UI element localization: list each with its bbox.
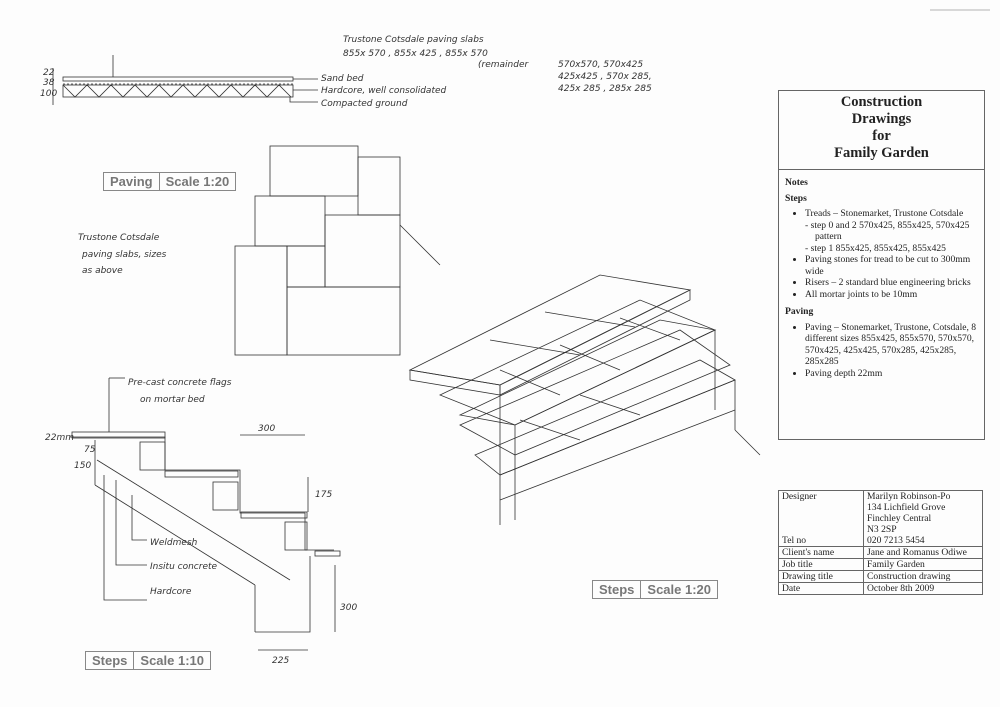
label-scale: Scale 1:20 — [640, 581, 717, 598]
label-name: Paving — [110, 174, 153, 189]
paving-slab-title: Trustone Cotsdale paving slabs — [343, 35, 484, 45]
title-line: Drawings — [851, 111, 912, 127]
paving-plan-note: as above — [82, 266, 123, 276]
tel-label: Tel no — [782, 535, 807, 546]
note-text: Treads – Stonemarket, Trustone Cotsdale — [805, 208, 964, 219]
dim-100: 100 — [40, 89, 57, 99]
callout-hardcore: Hardcore — [150, 587, 192, 597]
notes-heading: Notes — [785, 177, 808, 188]
designer-line: N3 2SP — [867, 524, 897, 535]
callout-insitu-concrete: Insitu concrete — [150, 562, 218, 572]
client-label: Client's name — [778, 546, 864, 559]
paving-notes-list: Paving – Stonemarket, Trustone, Cotsdale… — [785, 322, 978, 380]
paving-scale-label: Paving Scale 1:20 — [103, 172, 237, 191]
drawing-label: Drawing title — [778, 570, 864, 583]
label-name: Steps — [92, 653, 128, 668]
paving-slab-sizes: 855x 570 , 855x 425 , 855x 570 — [343, 49, 488, 59]
designer-label-text: Designer — [782, 491, 817, 502]
layer-sand-bed: Sand bed — [321, 74, 364, 84]
steps-heading: Steps — [785, 192, 807, 204]
layer-compacted-ground: Compacted ground — [321, 99, 408, 109]
tel-value: 020 7213 5454 — [867, 535, 925, 546]
steps-iso-scale-label: Steps Scale 1:20 — [592, 580, 719, 599]
dim-22mm: 22mm — [45, 433, 74, 443]
designer-line: 134 Lichfield Grove — [867, 502, 946, 513]
steps-cross-section: Pre-cast concrete flags on mortar bed We… — [45, 377, 357, 666]
note-item: Paving stones for tread to be cut to 300… — [805, 254, 978, 277]
label-name: Steps — [599, 582, 635, 597]
notes: Notes Steps Treads – Stonemarket, Trusto… — [779, 170, 984, 389]
note-item: Risers – 2 standard blue engineering bri… — [805, 277, 978, 289]
dim-38: 38 — [43, 78, 55, 88]
dim-22: 22 — [43, 68, 55, 78]
steps-section-scale-label: Steps Scale 1:10 — [85, 651, 212, 670]
note-item: All mortar joints to be 10mm — [805, 289, 978, 301]
dim-rise-175: 175 — [315, 490, 332, 500]
note-item: Paving – Stonemarket, Trustone, Cotsdale… — [805, 322, 978, 368]
paving-plan: Trustone Cotsdale paving slabs, sizes as… — [78, 145, 401, 356]
label-scale: Scale 1:20 — [158, 173, 236, 190]
title-line: Family Garden — [834, 145, 929, 161]
note-item: Paving depth 22mm — [805, 368, 978, 380]
date-value: October 8th 2009 — [863, 582, 983, 595]
remainder-line: 425x 285 , 285x 285 — [558, 84, 652, 94]
remainder-line: 570x570, 570x425 — [558, 60, 643, 70]
dim-150: 150 — [74, 461, 91, 471]
callout-weldmesh: Weldmesh — [150, 538, 198, 548]
title-block: Construction Drawings for Family Garden … — [778, 90, 985, 440]
note-item: Treads – Stonemarket, Trustone Cotsdale … — [805, 208, 978, 254]
paving-cross-section: 22 38 100 Sand bed Hardcore, well consol… — [40, 35, 652, 109]
remainder-line: 425x425 , 570x 285, — [558, 72, 652, 82]
title-line: for — [872, 128, 891, 144]
paving-heading: Paving — [785, 306, 814, 317]
flags-note: Pre-cast concrete flags — [128, 378, 232, 388]
drawing-value: Construction drawing — [863, 570, 983, 583]
client-value: Jane and Romanus Odiwe — [863, 546, 983, 559]
steps-notes-list: Treads – Stonemarket, Trustone Cotsdale … — [785, 208, 978, 300]
paving-plan-note: paving slabs, sizes — [81, 250, 167, 260]
note-subitem: step 1 855x425, 855x425, 855x425 — [811, 243, 978, 255]
title-line: Construction — [840, 94, 923, 110]
designer-line: Marilyn Robinson-Po — [867, 491, 951, 502]
dim-tread-300: 300 — [258, 424, 275, 434]
paving-plan-note: Trustone Cotsdale — [78, 233, 160, 243]
layer-hardcore: Hardcore, well consolidated — [321, 86, 447, 96]
dim-75: 75 — [84, 445, 96, 455]
designer-line: Finchley Central — [867, 513, 932, 524]
dim-footing-300: 300 — [340, 603, 357, 613]
job-label: Job title — [778, 558, 864, 571]
label-scale: Scale 1:10 — [133, 652, 210, 669]
title-heading: Construction Drawings for Family Garden — [779, 91, 984, 170]
dim-width-225: 225 — [272, 656, 289, 666]
note-subitem: step 0 and 2 570x425, 855x425, 570x425 p… — [811, 220, 978, 243]
job-value: Family Garden — [863, 558, 983, 571]
date-label: Date — [778, 582, 864, 595]
isometric-steps — [399, 224, 761, 525]
flags-note: on mortar bed — [140, 395, 205, 405]
remainder-label: (remainder — [478, 60, 529, 70]
